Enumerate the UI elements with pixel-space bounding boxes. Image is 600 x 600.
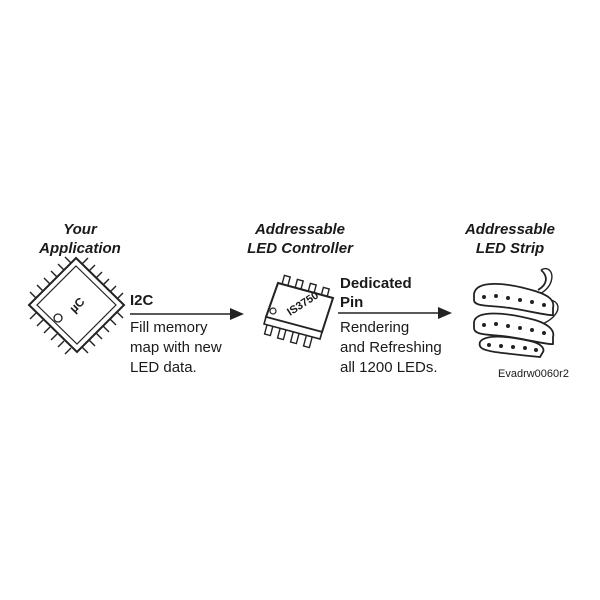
led-strip-icon bbox=[473, 267, 559, 358]
microcontroller-pin1-dot bbox=[53, 313, 63, 323]
pin-description-line3: all 1200 LEDs. bbox=[340, 359, 438, 376]
i2c-description: Fill memory map with new LED data. bbox=[130, 318, 250, 378]
pin-arrow-icon bbox=[338, 307, 452, 319]
pin-description: Rendering and Refreshing all 1200 LEDs. bbox=[340, 318, 460, 378]
i2c-arrow-icon bbox=[130, 308, 244, 320]
i2c-description-line2: map with new bbox=[130, 339, 222, 356]
controller-title-line2: LED Controller bbox=[247, 240, 353, 257]
application-title: Your Application bbox=[20, 220, 140, 258]
figure-code: Evadrw0060r2 bbox=[498, 368, 569, 380]
controller-body-side bbox=[263, 316, 323, 340]
microcontroller-inner-outline bbox=[36, 265, 117, 345]
controller-title-line1: Addressable bbox=[254, 221, 346, 238]
application-title-line2: Application bbox=[39, 240, 121, 257]
led-controller-chip-icon bbox=[263, 274, 335, 349]
i2c-description-line3: LED data. bbox=[130, 359, 197, 376]
pin-label-line1: Dedicated bbox=[340, 275, 412, 292]
microcontroller-chip-icon bbox=[27, 256, 126, 355]
pin-description-line1: Rendering bbox=[340, 319, 410, 336]
application-title-line1: Your bbox=[63, 221, 97, 238]
pin-label: Dedicated Pin bbox=[340, 274, 412, 312]
pin-label-line2: Pin bbox=[340, 294, 364, 311]
strip-title: Addressable LED Strip bbox=[445, 220, 575, 258]
strip-title-line1: Addressable bbox=[464, 221, 556, 238]
microcontroller-body bbox=[27, 256, 126, 354]
strip-title-line2: LED Strip bbox=[475, 240, 545, 257]
controller-pin1-dot bbox=[269, 307, 277, 315]
i2c-label: I2C bbox=[130, 292, 154, 309]
controller-title: Addressable LED Controller bbox=[220, 220, 380, 258]
pin-description-line2: and Refreshing bbox=[340, 339, 442, 356]
i2c-description-line1: Fill memory bbox=[130, 319, 208, 336]
